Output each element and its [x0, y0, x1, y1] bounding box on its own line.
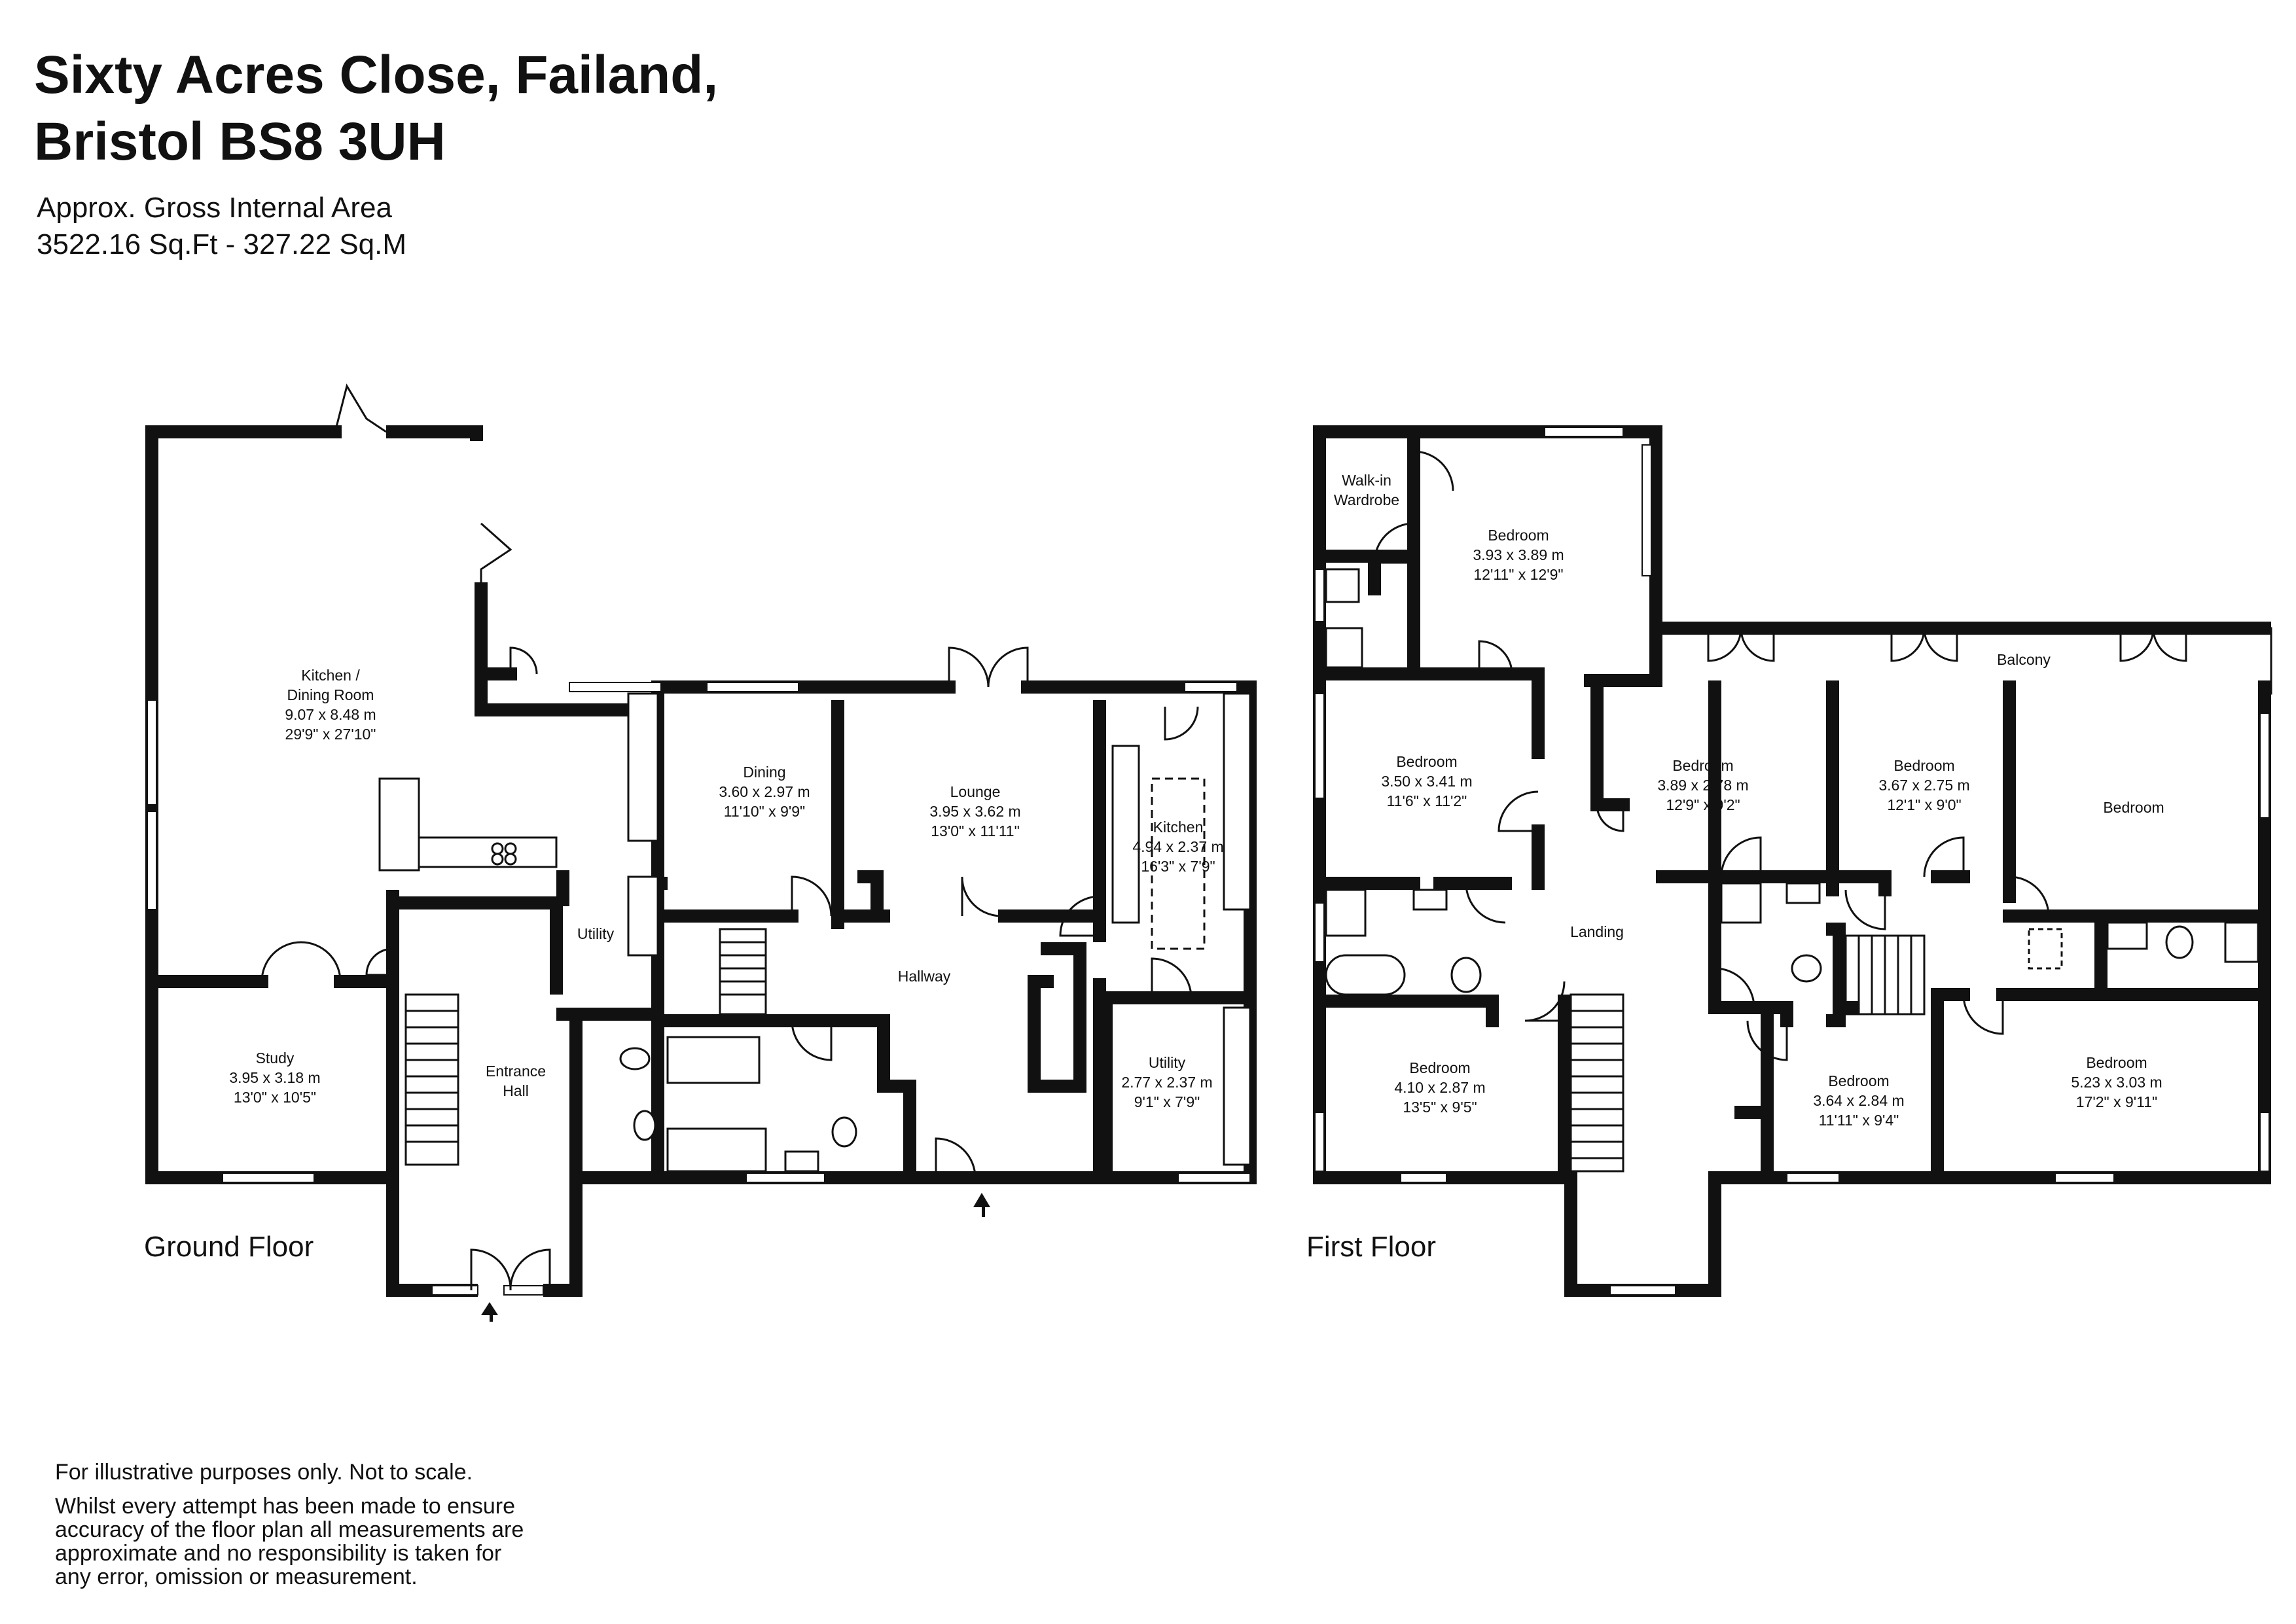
hallway-label: Hallway	[898, 968, 951, 985]
walkin-label-1: Walk-in	[1342, 472, 1391, 489]
address-line-1: Sixty Acres Close, Failand,	[34, 45, 719, 105]
kitchen-dining-label-1: Kitchen /	[301, 667, 360, 684]
first-floor-plan	[1313, 425, 2272, 1297]
kitchen-label: Kitchen	[1153, 819, 1204, 836]
bed4-label: Bedroom	[1893, 757, 1954, 774]
first-floor-windows	[1314, 427, 2270, 1296]
side-entrance-arrow-icon	[973, 1193, 990, 1217]
bed1-label: Bedroom	[1488, 527, 1549, 544]
bed2-label: Bedroom	[1396, 753, 1457, 770]
study-label: Study	[256, 1050, 295, 1067]
bed8-imperial: 17'2" x 9'11"	[2076, 1093, 2157, 1110]
wall-pier	[470, 425, 483, 441]
bed7-label: Bedroom	[1828, 1072, 1889, 1089]
area-value: 3522.16 Sq.Ft - 327.22 Sq.M	[37, 228, 407, 260]
disclaimer-line-1: For illustrative purposes only. Not to s…	[55, 1460, 473, 1485]
bed6-metric: 4.10 x 2.87 m	[1394, 1079, 1485, 1096]
bed3-imperial: 12'9" x 9'2"	[1666, 796, 1740, 813]
disclaimer-line-4: approximate and no responsibility is tak…	[55, 1541, 502, 1566]
ground-floor-doors	[260, 383, 1199, 1291]
ground-floor-plan	[145, 383, 1257, 1297]
bed7-metric: 3.64 x 2.84 m	[1813, 1092, 1904, 1109]
bed6-imperial: 13'5" x 9'5"	[1403, 1099, 1477, 1116]
bed1-imperial: 12'11" x 12'9"	[1473, 566, 1563, 583]
property-address: Sixty Acres Close, Failand, Bristol BS8 …	[34, 42, 718, 175]
ground-floor-fittings	[378, 692, 1251, 1173]
landing-label: Landing	[1570, 923, 1624, 940]
disclaimer-line-2: Whilst every attempt has been made to en…	[55, 1494, 516, 1519]
bed8-label: Bedroom	[2086, 1054, 2147, 1071]
lounge-metric: 3.95 x 3.62 m	[929, 803, 1020, 820]
bed1-metric: 3.93 x 3.89 m	[1473, 546, 1564, 563]
first-floor-stairs	[1570, 934, 1926, 1173]
area-label: Approx. Gross Internal Area	[37, 192, 392, 224]
entrance-arrow-icons	[481, 1193, 990, 1322]
first-floor-label: First Floor	[1306, 1231, 1436, 1263]
dining-metric: 3.60 x 2.97 m	[719, 783, 810, 800]
kitchen-imperial: 16'3" x 7'9"	[1141, 858, 1215, 875]
bed3-label: Bedroom	[1672, 757, 1733, 774]
disclaimer-line-3: accuracy of the floor plan all measureme…	[55, 1517, 524, 1542]
kitchen-dining-imperial: 29'9" x 27'10"	[285, 726, 376, 743]
bed7-imperial: 11'11" x 9'4"	[1819, 1112, 1899, 1129]
lounge-imperial: 13'0" x 11'11"	[931, 822, 1020, 839]
bed3-metric: 3.89 x 2.78 m	[1657, 777, 1748, 794]
bed4-metric: 3.67 x 2.75 m	[1878, 777, 1969, 794]
ground-floor-windows	[147, 682, 1251, 1296]
room-labels: Kitchen / Dining Room 9.07 x 8.48 m 29'9…	[144, 472, 2164, 1263]
utility-metric: 2.77 x 2.37 m	[1121, 1074, 1212, 1091]
address-line-2: Bristol BS8 3UH	[34, 112, 446, 171]
utility-imperial: 9'1" x 7'9"	[1134, 1093, 1200, 1110]
balcony-label: Balcony	[1997, 651, 2051, 668]
kitchen-metric: 4.94 x 2.37 m	[1132, 838, 1223, 855]
gross-internal-area: Approx. Gross Internal Area 3522.16 Sq.F…	[37, 190, 406, 263]
bed8-metric: 5.23 x 3.03 m	[2071, 1074, 2162, 1091]
disclaimer-line-5: any error, omission or measurement.	[55, 1564, 418, 1589]
bed2-metric: 3.50 x 3.41 m	[1381, 773, 1472, 790]
study-imperial: 13'0" x 10'5"	[234, 1089, 316, 1106]
ground-floor-internal-walls	[145, 700, 1257, 1184]
ground-kitchen-dining-top-wall	[386, 425, 517, 680]
first-floor-doors	[1373, 450, 2187, 1061]
lounge-label: Lounge	[950, 783, 1001, 800]
bed2-imperial: 11'6" x 11'2"	[1387, 792, 1467, 809]
dining-label: Dining	[743, 764, 785, 781]
bed6-label: Bedroom	[1409, 1059, 1470, 1076]
entrance-hall-label-1: Entrance	[486, 1063, 546, 1080]
utility-label: Utility	[1149, 1054, 1186, 1071]
dining-imperial: 11'10" x 9'9"	[724, 803, 805, 820]
first-floor-outer-wall	[1313, 425, 2271, 1297]
disclaimer: For illustrative purposes only. Not to s…	[55, 1460, 524, 1589]
bed5-label: Bedroom	[2103, 799, 2164, 816]
first-floor-fittings	[1325, 568, 2259, 996]
ground-floor-label: Ground Floor	[144, 1231, 314, 1263]
utility-small-label: Utility	[577, 925, 615, 942]
ground-floor-stairs	[404, 928, 767, 1166]
first-floor-stair-walls	[1826, 923, 1846, 1027]
front-entrance-arrow-icon	[481, 1302, 498, 1322]
study-metric: 3.95 x 3.18 m	[229, 1069, 320, 1086]
balcony-railing	[1656, 627, 2272, 695]
entrance-hall-label-2: Hall	[503, 1082, 529, 1099]
kitchen-dining-label-2: Dining Room	[287, 686, 374, 703]
bed4-imperial: 12'1" x 9'0"	[1887, 796, 1961, 813]
kitchen-dining-metric: 9.07 x 8.48 m	[285, 706, 376, 723]
walkin-label-2: Wardrobe	[1334, 491, 1399, 508]
